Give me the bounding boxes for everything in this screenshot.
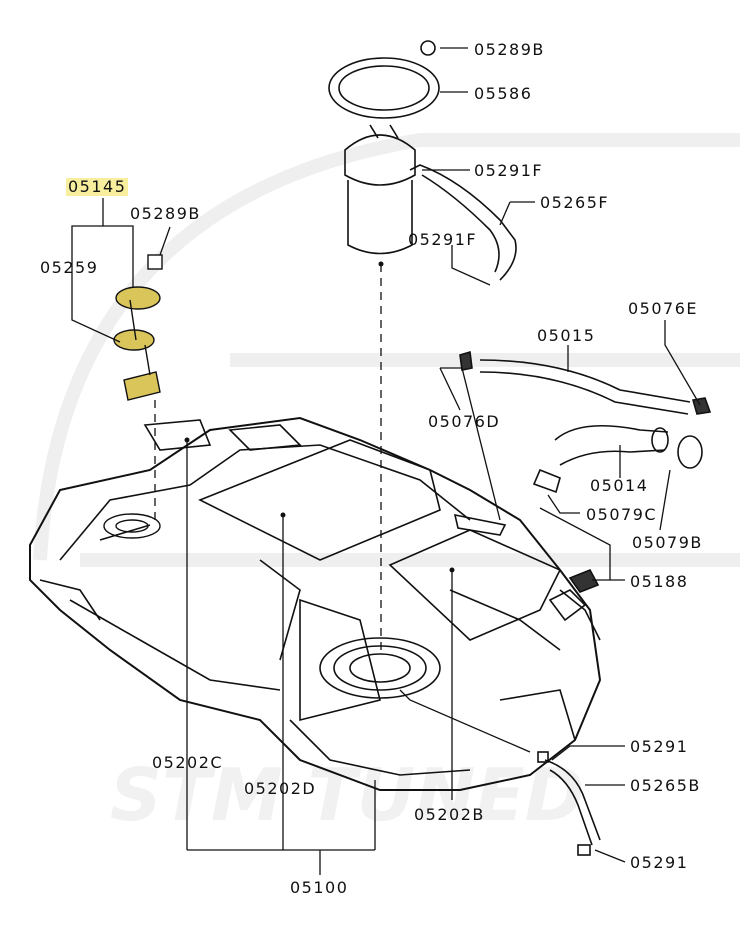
label-05100[interactable]: 05100 <box>290 878 349 897</box>
label-05076d[interactable]: 05076D <box>428 412 501 431</box>
label-05289b-left[interactable]: 05289B <box>130 204 201 223</box>
label-05145-highlighted[interactable]: 05145 <box>66 177 129 196</box>
label-05259[interactable]: 05259 <box>40 258 99 277</box>
label-05079b[interactable]: 05079B <box>632 533 703 552</box>
sender-rod <box>129 299 151 376</box>
label-05079c[interactable]: 05079C <box>586 505 658 524</box>
label-05265f[interactable]: 05265F <box>540 193 610 212</box>
label-05202c[interactable]: 05202C <box>152 753 224 772</box>
label-05076e[interactable]: 05076E <box>628 299 699 318</box>
pump-module <box>344 124 517 281</box>
hose-05265b <box>537 751 601 856</box>
label-05015[interactable]: 05015 <box>537 326 596 345</box>
sender-opening <box>103 513 161 539</box>
label-05014[interactable]: 05014 <box>590 476 649 495</box>
label-05291f-a[interactable]: 05291F <box>474 161 544 180</box>
label-05586[interactable]: 05586 <box>474 84 533 103</box>
label-05188[interactable]: 05188 <box>630 572 689 591</box>
label-05202d[interactable]: 05202D <box>244 779 317 798</box>
filler-neck <box>548 568 600 622</box>
pump-ring <box>328 40 440 119</box>
leader-dots <box>184 261 455 573</box>
pump-opening <box>319 637 441 699</box>
leader-lines <box>71 47 701 875</box>
label-05291f-b[interactable]: 05291F <box>408 230 478 249</box>
label-05265b[interactable]: 05265B <box>630 776 701 795</box>
watermark-text: STM TUNED <box>110 753 584 837</box>
sender-unit-highlighted <box>113 254 163 401</box>
label-05291-b[interactable]: 05291 <box>630 853 689 872</box>
label-05291-a[interactable]: 05291 <box>630 737 689 756</box>
watermark-logo <box>33 133 740 567</box>
breather-hoses <box>459 350 712 494</box>
fuel-tank <box>29 416 602 791</box>
label-05202b[interactable]: 05202B <box>414 805 485 824</box>
label-05289b-top[interactable]: 05289B <box>474 40 545 59</box>
